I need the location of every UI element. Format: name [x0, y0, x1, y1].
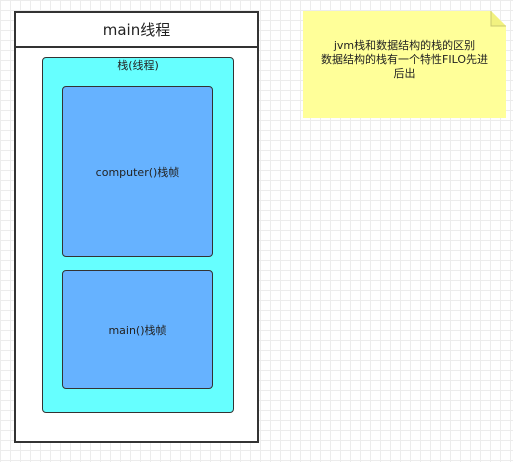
stack-title: 栈(线程) — [117, 59, 159, 72]
computer-stack-frame-label: computer()栈帧 — [95, 165, 180, 179]
sticky-note-text: jvm栈和数据结构的栈的区别 数据结构的栈有一个特性FILO先进 后出 — [311, 39, 498, 81]
note-line-3: 后出 — [393, 67, 416, 80]
sticky-note-shape — [303, 11, 506, 118]
main-thread-title: main线程 — [16, 13, 257, 48]
note-line-1: jvm栈和数据结构的栈的区别 — [333, 39, 476, 52]
note-line-2: 数据结构的栈有一个特性FILO先进 — [321, 53, 488, 66]
computer-stack-frame[interactable]: computer()栈帧 — [62, 86, 213, 257]
main-stack-frame[interactable]: main()栈帧 — [62, 270, 213, 389]
main-stack-frame-label: main()栈帧 — [108, 323, 167, 337]
sticky-note[interactable]: jvm栈和数据结构的栈的区别 数据结构的栈有一个特性FILO先进 后出 — [303, 11, 506, 118]
